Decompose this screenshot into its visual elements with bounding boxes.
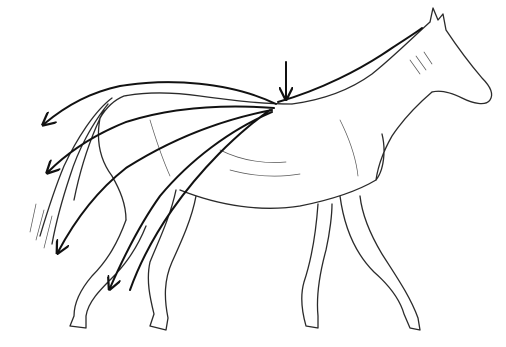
force-line-neck <box>278 28 422 102</box>
horse-outline <box>40 8 492 330</box>
horse-belly <box>180 180 376 208</box>
horse-throat <box>376 92 432 180</box>
force-lines <box>44 28 422 290</box>
force-line-hind-mid <box>130 110 270 290</box>
horse-front-leg-far <box>302 204 332 328</box>
horse-mane <box>292 22 430 104</box>
horse-shading <box>30 52 432 248</box>
horse-head <box>430 8 492 104</box>
horse-front-leg-near <box>340 196 420 330</box>
force-line-back-lower <box>48 107 274 172</box>
force-line-hind-near <box>110 112 272 288</box>
